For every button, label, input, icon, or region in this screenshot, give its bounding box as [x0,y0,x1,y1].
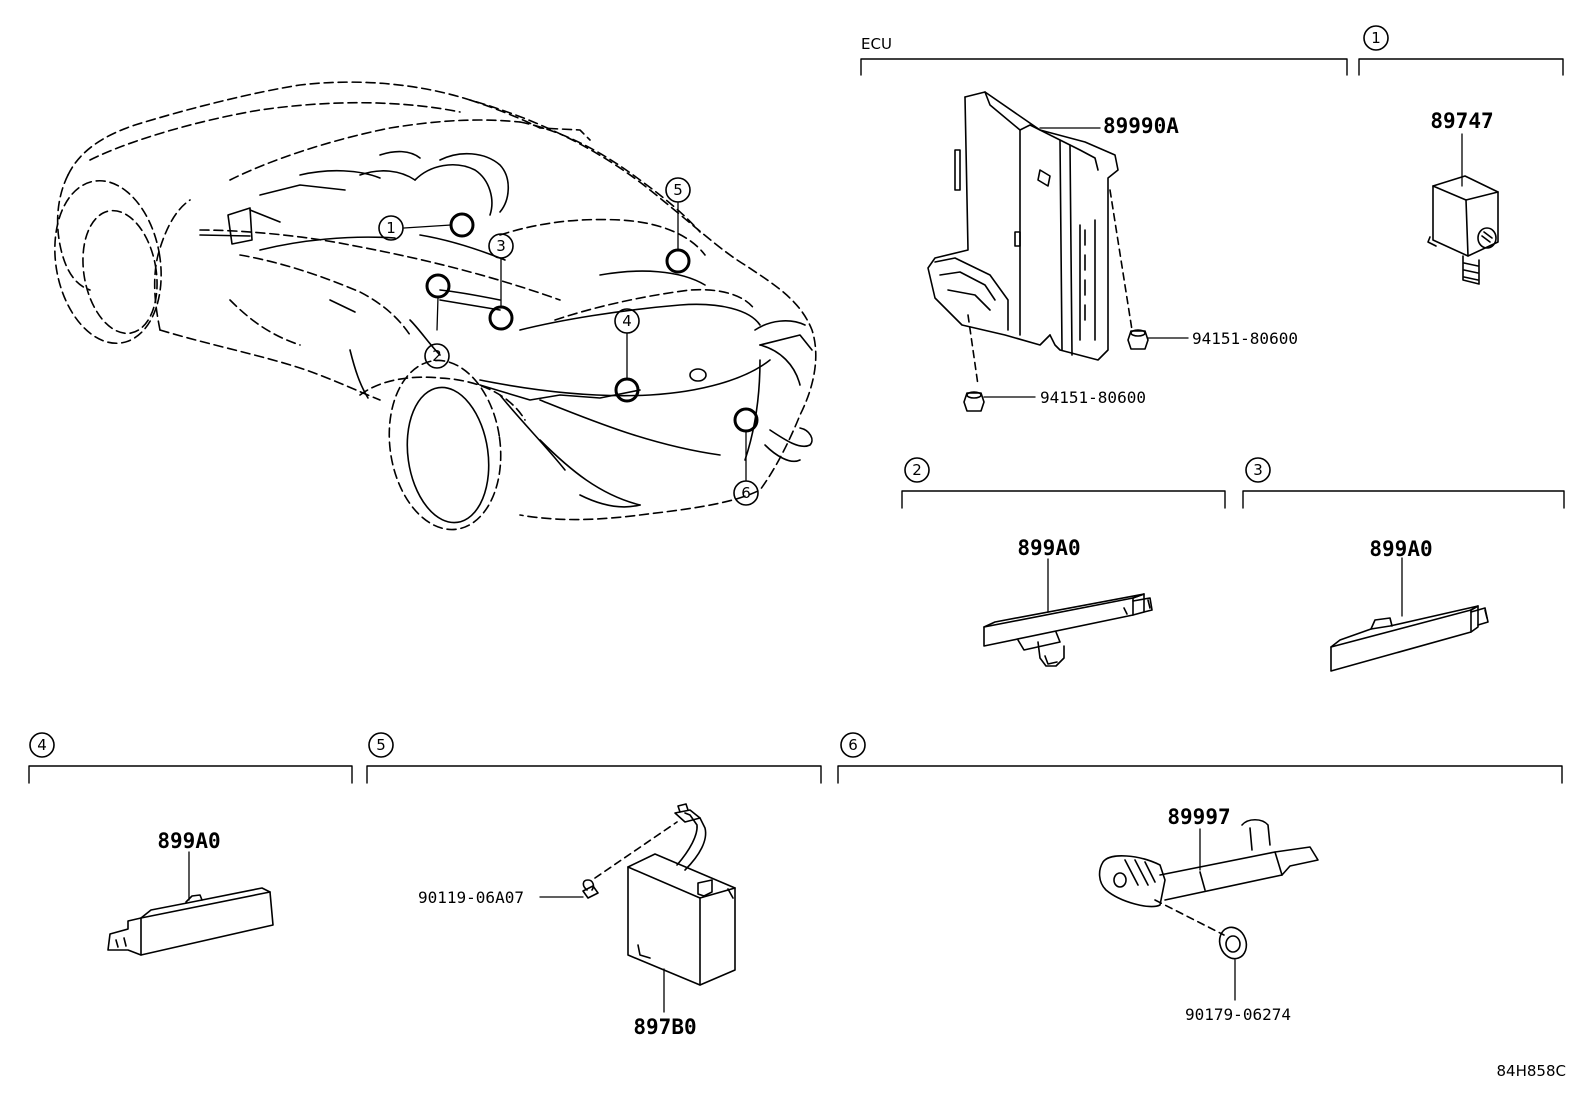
s2-bracket [901,490,1226,509]
section-brackets [28,58,1565,784]
section-number-3: 3 [1245,457,1271,483]
s6-bracket [837,765,1563,784]
section-number-5: 5 [368,732,394,758]
svg-text:1: 1 [386,219,396,237]
svg-text:5: 5 [673,181,683,199]
front-wheel [54,179,162,345]
svg-text:4: 4 [622,312,632,330]
s6-part-number: 89997 [1167,805,1230,829]
ecu-part-number: 89990A [1103,114,1179,138]
s6-clip-drawing [1218,926,1248,960]
car-callout-5: 5 [665,177,691,203]
s5-receiver-drawing [539,803,736,1013]
s3-part-number: 899A0 [1369,537,1432,561]
s6-clip-part-number: 90179-06274 [1185,1005,1291,1024]
s4-bracket [28,765,353,784]
s2-antenna-drawing [983,558,1153,667]
car-callouts: 1 2 3 4 5 6 [378,177,759,506]
section-number-2: 2 [904,457,930,483]
svg-text:6: 6 [741,484,751,502]
svg-text:3: 3 [496,237,506,255]
s5-screw-drawing [582,879,599,899]
svg-text:3: 3 [1253,461,1263,479]
section-number-4: 4 [29,732,55,758]
ecu-bolt-b-part-number: 94151-80600 [1040,388,1146,407]
ecu-bolt-a-drawing [1127,329,1149,350]
callout-leaders [403,202,747,481]
s4-antenna-drawing [107,851,274,956]
car-callout-3: 3 [488,233,514,259]
s6-antenna-drawing [1098,818,1319,1001]
s5-part-number: 897B0 [633,1015,696,1039]
s4-part-number: 899A0 [157,829,220,853]
car-callout-4: 4 [614,308,640,334]
s1-part-number: 89747 [1430,109,1493,133]
s1-sensor-drawing [1427,133,1499,285]
ecu-bolt-a-part-number: 94151-80600 [1192,329,1298,348]
location-markers [425,212,759,433]
s3-antenna-drawing [1330,557,1489,672]
ecu-section-label: ECU [861,35,892,53]
car-callout-6: 6 [733,480,759,506]
svg-text:2: 2 [432,347,442,365]
s5-screw-part-number: 90119-06A07 [418,888,524,907]
s2-part-number: 899A0 [1017,536,1080,560]
ecu-module-drawing [927,91,1189,412]
svg-text:1: 1 [1371,29,1381,47]
svg-text:5: 5 [376,736,386,754]
svg-text:6: 6 [848,736,858,754]
ecu-bracket [860,58,1348,76]
car-callout-2: 2 [424,343,450,369]
svg-text:4: 4 [37,736,47,754]
s5-bracket [366,765,822,784]
rear-wheel [359,359,526,531]
car-callout-1: 1 [378,215,404,241]
section-number-1: 1 [1363,25,1389,51]
s1-bracket [1358,58,1564,76]
s3-bracket [1242,490,1565,509]
svg-text:2: 2 [912,461,922,479]
vehicle-illustration: 1 2 3 4 5 6 [54,81,817,531]
ecu-bolt-b-drawing [963,391,985,412]
diagram-code: 84H858C [1497,1062,1566,1080]
section-number-6: 6 [840,732,866,758]
